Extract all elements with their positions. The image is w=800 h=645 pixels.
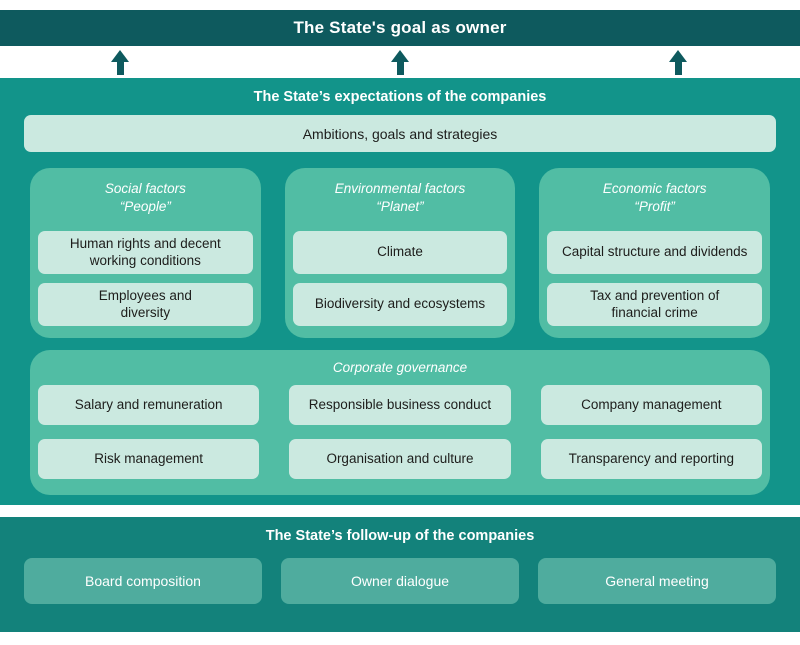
transparency-reporting-box: Transparency and reporting xyxy=(540,439,762,479)
climate-box: Climate xyxy=(292,231,508,274)
arrow-strip xyxy=(0,46,800,78)
social-factors-card: Social factors “People” Human rights and… xyxy=(30,168,261,338)
responsible-business-conduct-box: Responsible business conduct xyxy=(289,385,511,425)
economic-factors-title: Economic factors “Profit” xyxy=(602,181,707,214)
up-arrow-icon xyxy=(669,50,687,75)
tax-financial-crime-box: Tax and prevention of financial crime xyxy=(547,283,763,326)
followup-row: Board composition Owner dialogue General… xyxy=(24,558,776,604)
governance-grid: Salary and remuneration Responsible busi… xyxy=(38,385,762,479)
expectations-panel: The State’s expectations of the companie… xyxy=(0,78,800,505)
environmental-factors-card: Environmental factors “Planet” Climate B… xyxy=(284,168,516,338)
human-rights-box: Human rights and decent working conditio… xyxy=(38,231,253,274)
economic-factors-card: Economic factors “Profit” Capital struct… xyxy=(539,168,771,338)
up-arrow-icon xyxy=(111,50,129,75)
corporate-governance-title: Corporate governance xyxy=(332,360,468,375)
general-meeting-box: General meeting xyxy=(538,558,776,604)
factor-cards-row: Social factors “People” Human rights and… xyxy=(30,168,771,338)
board-composition-box: Board composition xyxy=(24,558,262,604)
state-goal-banner: The State's goal as owner xyxy=(0,10,800,46)
environmental-factors-title: Environmental factors “Planet” xyxy=(334,181,466,214)
social-factors-title: Social factors “People” xyxy=(104,181,186,214)
biodiversity-box: Biodiversity and ecosystems xyxy=(292,283,508,326)
followup-panel: The State’s follow-up of the companies B… xyxy=(0,517,800,632)
followup-title: The State’s follow-up of the companies xyxy=(265,528,535,544)
risk-management-box: Risk management xyxy=(38,439,260,479)
state-goal-title: The State's goal as owner xyxy=(293,18,507,37)
company-management-box: Company management xyxy=(540,385,762,425)
owner-dialogue-box: Owner dialogue xyxy=(281,558,519,604)
employees-diversity-box: Employees and diversity xyxy=(38,283,253,326)
ambitions-label: Ambitions, goals and strategies xyxy=(302,125,498,142)
corporate-governance-card: Corporate governance Salary and remunera… xyxy=(30,350,770,495)
salary-remuneration-box: Salary and remuneration xyxy=(38,385,260,425)
ambitions-goals-strategies-box: Ambitions, goals and strategies xyxy=(24,115,776,152)
capital-structure-box: Capital structure and dividends xyxy=(547,231,763,274)
expectations-title: The State’s expectations of the companie… xyxy=(253,89,547,105)
organisation-culture-box: Organisation and culture xyxy=(289,439,511,479)
up-arrow-icon xyxy=(391,50,409,75)
